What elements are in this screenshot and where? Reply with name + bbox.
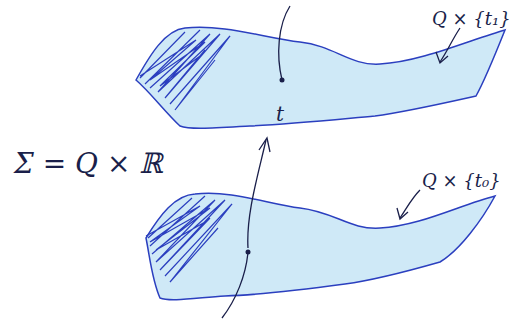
upper-hatching <box>140 30 230 110</box>
slice-label: Q × {t₁} <box>432 10 511 28</box>
space-label: Σ = Q × ℝ <box>14 150 163 178</box>
leader-line <box>222 252 248 318</box>
arrow-head <box>397 208 408 219</box>
lower-sheet <box>146 193 495 299</box>
arrow-head <box>259 138 270 152</box>
flow-arrow <box>248 140 266 248</box>
lower-hatching <box>146 196 232 282</box>
slice-label: Q × {t₀} <box>422 172 501 190</box>
axis-label: t <box>276 104 284 124</box>
leader-arrow <box>440 28 460 62</box>
upper-sheet <box>136 27 505 128</box>
leader-arrow <box>400 190 420 218</box>
leader-line <box>279 6 290 80</box>
arrow-head <box>436 52 448 63</box>
